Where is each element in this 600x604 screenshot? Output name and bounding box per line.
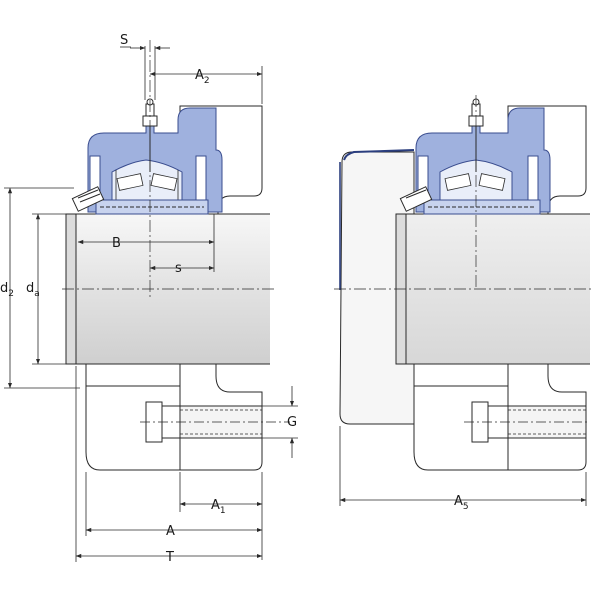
right-end-cover-outline	[343, 149, 415, 161]
label-G: G	[287, 415, 297, 430]
label-B: B	[112, 236, 121, 251]
label-S: S	[120, 33, 128, 48]
left-locking-collar	[71, 186, 105, 212]
left-seal-right	[195, 155, 207, 201]
dimension-lines	[4, 45, 587, 562]
right-view	[339, 98, 590, 471]
dimension-labels: S A2 B s d2 da G A1 A T A5	[0, 33, 469, 565]
right-centerlines	[334, 95, 592, 290]
label-A5: A5	[454, 494, 469, 512]
label-A1: A1	[211, 498, 226, 516]
label-da: da	[26, 281, 40, 299]
label-d2: d2	[0, 281, 14, 299]
label-A: A	[166, 524, 175, 539]
label-T: T	[165, 550, 174, 565]
label-A2: A2	[195, 68, 210, 86]
left-centerlines	[62, 40, 275, 300]
left-rollers	[115, 170, 179, 206]
right-rollers	[444, 173, 506, 191]
left-view	[65, 98, 290, 471]
label-s: s	[175, 261, 182, 276]
right-seal-right	[527, 155, 539, 201]
right-locking-collar	[399, 186, 433, 212]
